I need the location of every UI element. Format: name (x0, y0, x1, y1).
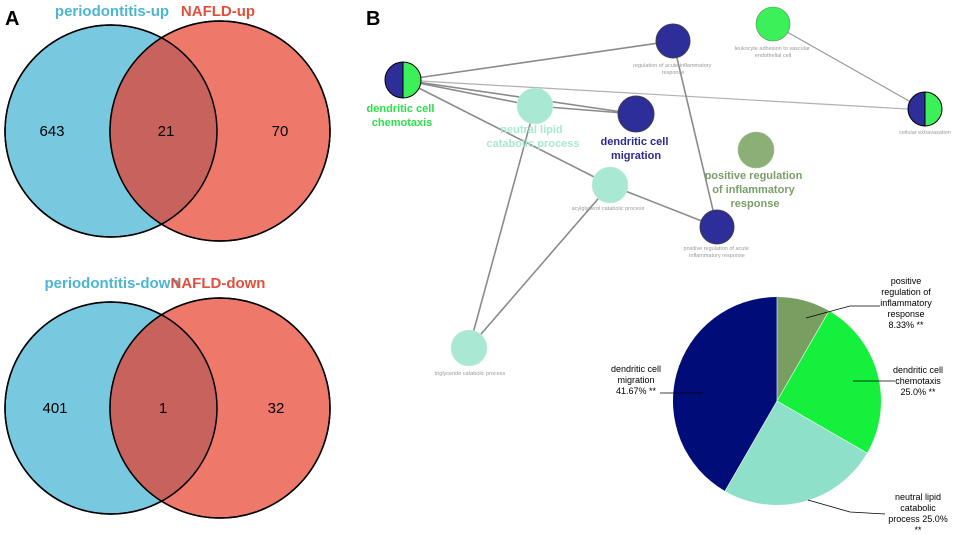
edge (402, 79, 536, 107)
edge (468, 184, 611, 349)
network-big-labels: dendritic cell chemotaxis neutral lipid … (367, 103, 806, 210)
venn-down-intersection-count: 1 (159, 400, 167, 417)
label-dendritic-cell-migration: dendritic cell migration (601, 136, 672, 162)
venn-up-right-count: 70 (272, 123, 289, 140)
node-leukocyte-adhesion (755, 6, 791, 42)
label-acylglycerol: acylglycerol catabolic process (572, 206, 645, 212)
venn-up-left-title: periodontitis-up (55, 3, 169, 20)
venn-up-left-count: 643 (39, 123, 64, 140)
pie-leader-line (807, 499, 886, 515)
label-regulation-acute: regulation of acute inflammatory respons… (633, 63, 713, 76)
venn-down-right-count: 32 (268, 400, 285, 417)
node-cellular-extravasation (907, 91, 943, 127)
pie-slice-neutral-lipid-catabolic-process (725, 401, 868, 506)
venn-down-left-count: 401 (42, 400, 67, 417)
label-neutral-lipid: neutral lipid catabolic process (487, 124, 580, 150)
edge (402, 79, 926, 111)
venn-down-left-title: periodontitis-down (45, 275, 180, 292)
label-positive-regulation-inflammatory: positive regulation of inflammatory resp… (705, 170, 806, 210)
edge (772, 23, 926, 111)
panel-a-letter: A (5, 8, 19, 30)
edge (609, 184, 718, 228)
node-positive-regulation-acute (699, 209, 735, 245)
pie-slice-dendritic-cell-chemotaxis (777, 310, 882, 453)
label-cellular-extravasation: cellular extravasation (899, 130, 951, 136)
pie-leader-lines (660, 305, 895, 515)
pie-slice-separator (776, 310, 830, 402)
node-regulation-acute-inflammatory (655, 23, 691, 59)
pie-slice-separator (724, 400, 778, 492)
edge (402, 79, 611, 186)
node-triglyceride-catabolic (450, 329, 488, 367)
edge (402, 40, 674, 81)
network-nodes (384, 6, 943, 367)
venn-down-right-title: NAFLD-down (171, 275, 266, 292)
label-triglyceride: triglyceride catabolic process (435, 371, 506, 377)
venn-up-right-title: NAFLD-up (181, 3, 255, 20)
panel-b-letter: B (366, 8, 380, 30)
venn-down: periodontitis-down NAFLD-down 401 1 32 (4, 275, 331, 519)
venn-up: periodontitis-up NAFLD-up 643 21 70 (4, 3, 331, 242)
pie-slice-positive-regulation-of-inflammatory-response (777, 297, 829, 401)
node-dendritic-cell-chemotaxis (384, 61, 422, 99)
label-positive-regulation-acute: positive regulation of acute inflammator… (684, 246, 751, 259)
edge (468, 105, 536, 349)
node-acylglycerol-catabolic (591, 166, 629, 204)
pie-leader-line (805, 305, 880, 319)
network-small-labels: regulation of acute inflammatory respons… (435, 46, 951, 377)
node-neutral-lipid-catabolic (516, 87, 554, 125)
node-positive-regulation-inflammatory (737, 131, 775, 169)
pie-chart (672, 297, 882, 506)
node-dendritic-cell-migration (617, 95, 655, 133)
label-dendritic-cell-chemotaxis: dendritic cell chemotaxis (367, 103, 438, 129)
venn-up-overlap (110, 25, 217, 237)
venn-up-intersection-count: 21 (158, 123, 175, 140)
pie-slice-dendritic-cell-migration (672, 297, 777, 492)
venn-down-overlap (110, 302, 217, 514)
pie-slice-separator (776, 400, 868, 454)
edge (672, 40, 718, 228)
label-leukocyte-adhesion: leukocyte adhesion to vascular endotheli… (735, 46, 812, 59)
